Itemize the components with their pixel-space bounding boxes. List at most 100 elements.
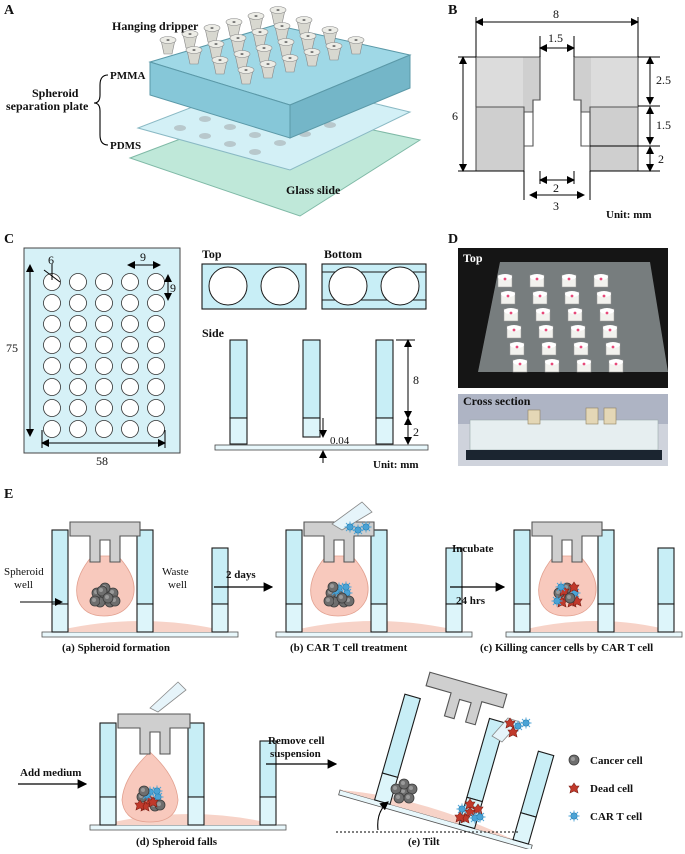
legend-cart-icon <box>568 810 580 822</box>
plate-well <box>69 273 87 291</box>
legend-dead-icon <box>568 782 580 794</box>
plate-well <box>121 294 139 312</box>
plate-well <box>121 273 139 291</box>
dim-c-well: 6 <box>48 253 54 267</box>
cancer-cell <box>403 792 415 804</box>
cart-cell <box>151 785 163 797</box>
dripper <box>203 24 221 43</box>
step-b-caption: (b) CAR T cell treatment <box>290 642 408 654</box>
view-top-label: Top <box>202 247 222 261</box>
plate-well <box>43 399 61 417</box>
plate-wells <box>43 273 165 438</box>
photo-top-label: Top <box>463 251 483 265</box>
plate-well <box>43 420 61 438</box>
cancer-cell <box>89 595 101 607</box>
view-bottom-label: Bottom <box>324 247 362 261</box>
panel-c-letter: C <box>4 232 14 247</box>
dripper <box>225 18 243 37</box>
spheroid-brace <box>93 74 109 146</box>
plate-well <box>121 357 139 375</box>
step-e: (e) Tilt <box>336 671 555 851</box>
cart-cell <box>340 581 352 593</box>
pmma-side-shape <box>289 54 411 139</box>
dripper <box>255 44 273 63</box>
dim-b-top-width: 8 <box>553 7 559 21</box>
step-e-caption: (e) Tilt <box>408 836 440 848</box>
cancer-cell <box>393 792 405 804</box>
plate-well <box>95 357 113 375</box>
panel-d-letter: D <box>448 232 458 247</box>
dim-b-throat: 1.5 <box>548 31 563 45</box>
dim-b-height: 6 <box>452 109 458 123</box>
pdms-label: PDMS <box>110 140 141 152</box>
unit-b: Unit: mm <box>606 209 652 221</box>
cart-cell <box>344 521 356 533</box>
plate-well <box>95 336 113 354</box>
step-a-caption: (a) Spheroid formation <box>62 642 170 654</box>
plate-well <box>95 399 113 417</box>
dripper <box>185 46 203 65</box>
dripper <box>303 48 321 67</box>
plate-well <box>147 336 165 354</box>
plate-well <box>43 378 61 396</box>
dim-c-side8: 8 <box>413 373 419 387</box>
plate-well <box>147 378 165 396</box>
plate-well <box>147 315 165 333</box>
panel-d: D Top Cross section <box>448 232 668 466</box>
plate-well <box>121 336 139 354</box>
hanging-dripper-label: Hanging dripper <box>112 19 199 33</box>
plate-well <box>69 294 87 312</box>
plate-well <box>121 315 139 333</box>
cart-cell <box>352 524 364 536</box>
label-spheroid-1: Spheroid <box>4 566 44 578</box>
plate-well <box>95 315 113 333</box>
plate-well <box>147 273 165 291</box>
panel-a-letter: A <box>4 3 15 18</box>
plate-well <box>69 399 87 417</box>
cart-cell <box>555 581 567 593</box>
cart-cell <box>474 811 486 823</box>
panel-c: C 75 58 6 9 9 Top Bottom Side <box>4 232 429 471</box>
unit-c: Unit: mm <box>373 459 419 471</box>
plate-well <box>121 399 139 417</box>
plate-well <box>95 273 113 291</box>
step-d-caption: (d) Spheroid falls <box>136 836 218 848</box>
arrow-remove-label-1: Remove cell <box>268 735 325 747</box>
cart-cell <box>520 717 532 729</box>
step-d: Add medium (d) Spheroid falls <box>18 681 287 848</box>
dripper <box>281 54 299 73</box>
plate-well <box>95 378 113 396</box>
plate-well <box>69 378 87 396</box>
plate-well <box>121 420 139 438</box>
cart-cell <box>551 595 563 607</box>
dim-b-inner: 2 <box>553 181 559 195</box>
panel-a: A Hanging dripper Spheroid separation pl… <box>4 3 422 217</box>
dripper <box>269 6 287 25</box>
label-waste-2: well <box>168 579 187 591</box>
dim-c-width: 58 <box>96 454 108 468</box>
pmma-label: PMMA <box>110 70 145 82</box>
plate-well <box>43 315 61 333</box>
legend-dead: Dead cell <box>590 783 633 795</box>
arrow-remove-label-2: suspension <box>270 748 321 760</box>
cancer-cell <box>336 592 348 604</box>
dim-b-mid: 1.5 <box>656 118 671 132</box>
step-c: (c) Killing cancer cells by CAR T cell <box>480 521 683 654</box>
panel-e-letter: E <box>4 487 13 502</box>
cancer-cell <box>564 592 576 604</box>
plate-well <box>69 357 87 375</box>
step-b: (b) CAR T cell treatment <box>275 501 473 654</box>
arrow-two-days-label: 2 days <box>226 569 256 581</box>
plate-well <box>147 357 165 375</box>
arrow-incubate-label: Incubate <box>452 543 494 555</box>
photo-top-drippers <box>497 274 624 373</box>
cancer-cell <box>138 785 150 797</box>
plate-well <box>147 420 165 438</box>
cart-cell <box>360 521 372 533</box>
dripper <box>247 12 265 31</box>
arrow-add-medium-label: Add medium <box>20 767 81 779</box>
spheroid-plate-label-1: Spheroid <box>32 86 79 100</box>
legend-cart: CAR T cell <box>590 811 642 823</box>
arrow-24hrs-label: 24 hrs <box>456 595 486 607</box>
